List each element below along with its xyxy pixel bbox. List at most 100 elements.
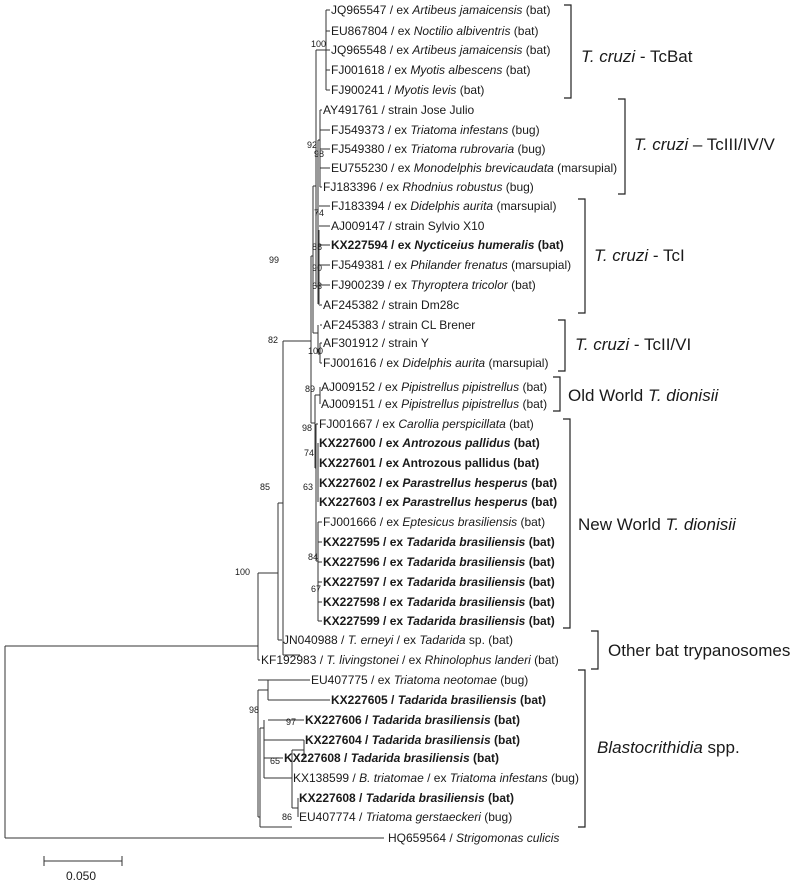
leaf-label: KX227604 / Tadarida brasiliensis (bat): [305, 733, 520, 747]
bootstrap-value: 100: [235, 567, 250, 577]
leaf-label: KX227601 / ex Antrozous pallidus (bat): [319, 456, 539, 470]
leaf-label-part-0: KX227603 / ex: [319, 495, 402, 509]
leaf-label: HQ659564 / Strigomonas culicis: [388, 831, 559, 845]
clade-bracket: [618, 98, 626, 195]
leaf-label-part-0: JQ965548 / ex: [331, 43, 412, 57]
leaf-label: KX227600 / ex Antrozous pallidus (bat): [319, 436, 540, 450]
clade-group: T. cruzi - TcBat: [564, 4, 693, 99]
leaf-label-part-1: Tadarida brasiliensis: [351, 751, 470, 765]
clade-label: T. cruzi - TcBat: [581, 47, 693, 66]
clade-label-part-1: - TcBat: [635, 47, 693, 66]
leaf-label-part-0: EU407775 / ex: [311, 673, 394, 687]
clade-bracket: [578, 198, 586, 314]
leaf-label: FJ549380 / ex Triatoma rubrovaria (bug): [331, 142, 546, 156]
leaf-label: KX227598 / ex Tadarida brasiliensis (bat…: [323, 595, 555, 609]
leaf-label-part-0: FJ900239 / ex: [331, 278, 410, 292]
leaf-label-part-2: (bat): [470, 751, 499, 765]
leaf-label-part-0: FJ001667 / ex: [319, 417, 398, 431]
clade-label: Other bat trypanosomes: [608, 641, 790, 660]
leaf-label-part-0: KX227606 /: [305, 713, 372, 727]
leaf-label-part-4: (bug): [548, 771, 579, 785]
leaf-label-part-0: FJ001666 / ex: [323, 515, 402, 529]
bootstrap-value: 99: [269, 255, 279, 265]
leaf-label-part-0: KX227604 /: [305, 733, 372, 747]
leaf-label: KX227594 / ex Nycticeius humeralis (bat): [331, 238, 564, 252]
leaf-label-part-2: (marsupial): [485, 356, 548, 370]
leaf-label-part-1: Philander frenatus: [410, 258, 507, 272]
leaf-label-part-1: T. erneyi: [348, 633, 394, 647]
bootstrap-value: 74: [314, 208, 324, 218]
leaf-label-part-1: Nycticeius humeralis: [414, 238, 534, 252]
leaf-label-part-0: EU407774 /: [299, 810, 366, 824]
bootstrap-value: 63: [303, 482, 313, 492]
leaf-label-part-0: KX227595 / ex: [323, 535, 406, 549]
clade-label-part-0: New World: [578, 515, 666, 534]
leaf-label: KX227608 / Tadarida brasiliensis (bat): [299, 791, 514, 805]
leaf-label-part-0: KX227608 /: [284, 751, 351, 765]
leaf-label-part-0: AJ009152 / ex: [321, 380, 401, 394]
leaf-label-part-2: (bat): [491, 713, 520, 727]
leaf-label-part-1: Carollia perspicillata: [398, 417, 506, 431]
leaf-label-part-1: Eptesicus brasiliensis: [402, 515, 517, 529]
clade-label: Blastocrithidia spp.: [597, 738, 740, 757]
leaf-label-part-1: Tadarida brasiliensis: [406, 595, 525, 609]
leaf-label-part-1: Artibeus jamaicensis: [411, 43, 522, 57]
clade-label: T. cruzi – TcIII/IV/V: [634, 135, 775, 154]
leaf-label-part-2: (bat): [491, 733, 520, 747]
leaf-label: EU407775 / ex Triatoma neotomae (bug): [311, 673, 528, 687]
leaf-label-part-2: (bat): [534, 238, 563, 252]
bootstrap-value: 98: [249, 705, 259, 715]
clade-label-part-1: T. dionisii: [648, 386, 719, 405]
leaf-label-part-2: (bat): [522, 3, 550, 17]
leaf-label-part-1: Tadarida brasiliensis: [372, 713, 491, 727]
bootstrap-value: 92: [307, 140, 317, 150]
leaf-label-part-2: (bat): [502, 63, 530, 77]
leaf-label-part-0: FJ183394 / ex: [331, 199, 410, 213]
leaf-label-part-1: Tadarida brasiliensis: [398, 693, 517, 707]
leaf-label-part-4: sp. (bat): [466, 633, 513, 647]
leaf-label-part-1: Antrozous pallidus: [401, 436, 510, 450]
leaf-label-part-0: KX227602 / ex: [319, 476, 402, 490]
leaf-label-part-2: (bat): [522, 43, 550, 57]
clade-group: Old World T. dionisii: [553, 376, 719, 412]
leaf-label-part-1: Rhodnius robustus: [402, 180, 502, 194]
clade-group: New World T. dionisii: [563, 418, 737, 629]
clade-label-part-0: T. cruzi: [575, 335, 630, 354]
leaf-label: FJ183396 / ex Rhodnius robustus (bug): [323, 180, 534, 194]
clade-label-part-0: T. cruzi: [594, 246, 649, 265]
bootstrap-value: 98: [314, 149, 324, 159]
leaf-label-part-4: (bat): [531, 653, 559, 667]
leaf-label: EU407774 / Triatoma gerstaeckeri (bug): [299, 810, 512, 824]
tree-branches: [4, 9, 384, 839]
leaf-label-part-2: (bat): [528, 495, 557, 509]
leaf-label: KF192983 / T. livingstonei / ex Rhinolop…: [261, 653, 559, 667]
leaf-label-part-0: KX227597 / ex: [323, 575, 406, 589]
leaf-label-part-2: (bat): [485, 791, 514, 805]
leaf-label: FJ900239 / ex Thyroptera tricolor (bat): [331, 278, 536, 292]
leaf-label: KX227603 / ex Parastrellus hesperus (bat…: [319, 495, 557, 509]
clade-bracket: [578, 669, 586, 828]
leaf-label-part-1: Pipistrellus pipistrellus: [401, 380, 519, 394]
leaf-label: KX227596 / ex Tadarida brasiliensis (bat…: [323, 555, 555, 569]
leaf-label-part-2: (bug): [497, 673, 528, 687]
clade-label-part-0: T. cruzi: [581, 47, 636, 66]
clade-label-part-1: – TcIII/IV/V: [688, 135, 775, 154]
clade-label: T. cruzi - TcII/VI: [575, 335, 691, 354]
leaf-label: EU755230 / ex Monodelphis brevicaudata (…: [331, 161, 617, 175]
leaf-label-part-2: (bat): [528, 476, 557, 490]
scale-bar: 0.050: [43, 856, 123, 883]
leaf-label-part-0: AY491761 / strain Jose Julio: [323, 103, 475, 117]
clade-bracket: [558, 319, 566, 372]
leaf-label-part-3: Rhinolophus landeri: [425, 653, 531, 667]
leaf-label: KX227597 / ex Tadarida brasiliensis (bat…: [323, 575, 555, 589]
leaf-label-part-0: AJ009147 / strain Sylvio X10: [331, 219, 485, 233]
leaf-label-part-1: Artibeus jamaicensis: [411, 3, 522, 17]
leaf-label-part-1: B. triatomae: [359, 771, 424, 785]
leaf-label: AF245383 / strain CL Brener: [323, 318, 475, 332]
leaf-label: AJ009152 / ex Pipistrellus pipistrellus …: [321, 380, 547, 394]
leaf-label-part-2: (bat): [525, 595, 554, 609]
leaf-label-part-1: Myotis albescens: [410, 63, 502, 77]
leaf-label-part-1: Triatoma gerstaeckeri: [366, 810, 481, 824]
leaf-label-part-1: Tadarida brasiliensis: [406, 614, 525, 628]
